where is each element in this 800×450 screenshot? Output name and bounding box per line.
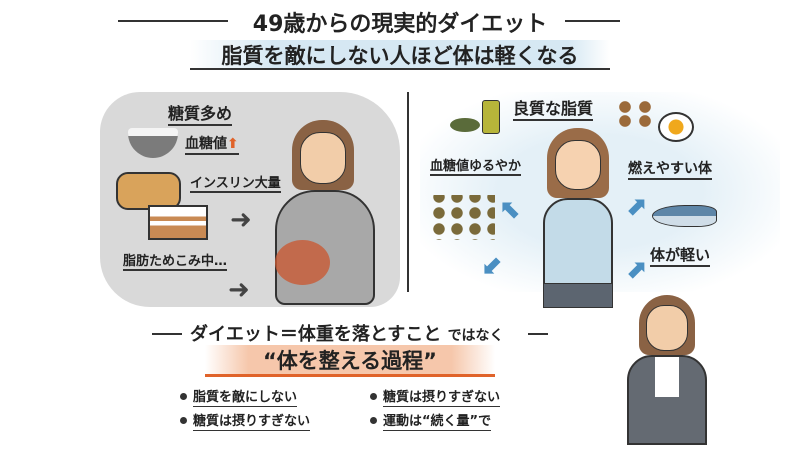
title-rule-left [118,20,228,22]
nuts-icon [615,100,655,128]
easy-burning-label: 燃えやすい体 [628,158,712,180]
fat-storing-label: 脂肪ためこみ中… [123,250,228,271]
cake-icon [148,205,208,240]
light-body-label: 体が軽い [650,244,711,267]
suited-woman-illustration [625,295,710,445]
arrow-right-icon: ⬈ [625,255,647,285]
arrow-right-icon: ⬈ [625,192,647,222]
page-title: 49歳からの現実的ダイエット [252,12,548,37]
process-highlight: “体を整える過程” [205,345,495,377]
arrow-left-icon: ⬋ [482,250,504,280]
title-rule-right [565,20,620,22]
page-subtitle: 脂質を敵にしない人ほど体は軽くなる [190,40,610,70]
diet-statement-text: ダイエット＝体重を落とすこと [190,324,442,345]
egg-icon [658,112,694,142]
olive-oil-icon [450,100,510,135]
statement-rule-left [152,333,182,335]
bullet-dot [370,393,377,400]
bullet-item: 糖質は摂りすぎない [370,386,501,407]
nuts-and-oil-icon [430,195,495,240]
diet-statement-not: ではなく [447,328,504,344]
bullet-item: 脂質を敵にしない [180,386,298,407]
healthy-fat-heading: 良質な脂質 [513,95,594,121]
statement-rule-right [528,333,548,335]
happy-woman-illustration [535,128,625,308]
bullet-text: 脂質を敵にしない [193,390,298,407]
bread-icon [116,172,181,210]
bullet-item: 糖質は摂りすぎない [180,410,311,431]
tired-woman-illustration [270,120,380,305]
fish-icon [652,205,717,227]
arrow-left-icon: ⬉ [500,195,522,225]
bullet-text: 糖質は摂りすぎない [383,390,501,407]
blood-sugar-label: 血糖値⬆ [185,133,239,155]
bullet-dot [370,417,377,424]
blood-sugar-text: 血糖値 [185,136,227,152]
bullet-dot [180,393,187,400]
panel-divider [407,92,409,292]
insulin-label: インスリン大量 [190,172,281,193]
bullet-item: 運動は“続く量”で [370,410,492,431]
gentle-blood-sugar-label: 血糖値ゆるやか [430,155,522,176]
arrow-right-icon: ➜ [230,205,252,235]
arrow-right-icon: ➜ [228,275,250,305]
bullet-text: 糖質は摂りすぎない [193,414,311,431]
diet-statement: ダイエット＝体重を落とすこと ではなく [190,320,504,346]
arrow-up-icon: ⬆ [227,136,239,152]
bullet-dot [180,417,187,424]
bullet-text: 運動は“続く量”で [383,414,492,431]
high-carb-heading: 糖質多め [168,100,233,126]
